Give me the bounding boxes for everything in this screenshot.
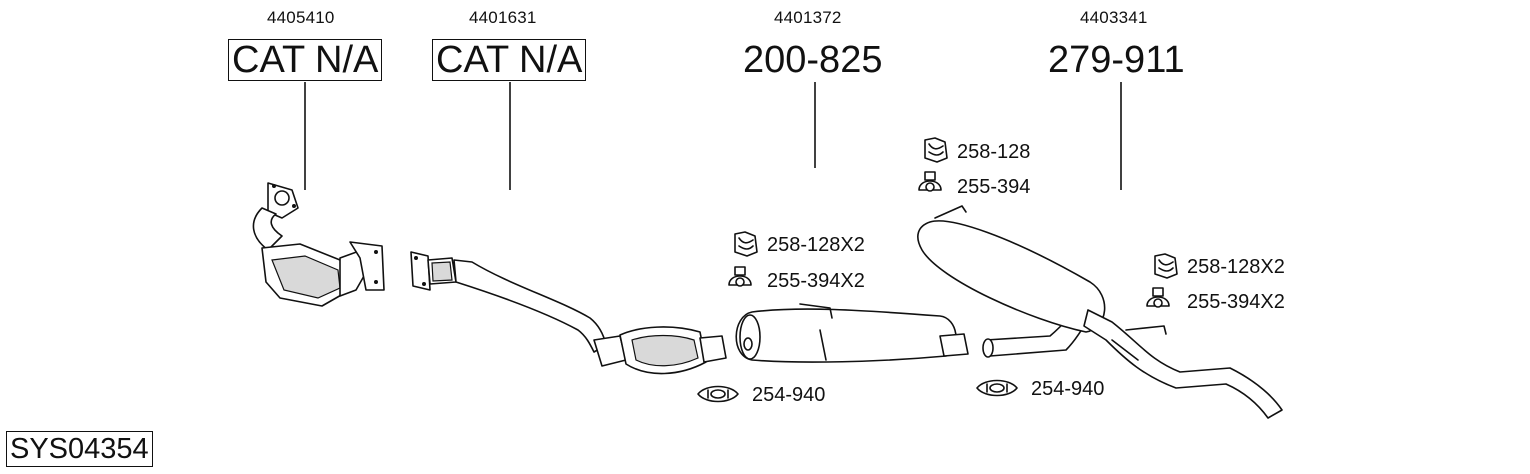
rubber-mount-icon xyxy=(924,137,948,163)
rear-silencer-part[interactable] xyxy=(917,205,1283,419)
clamp-icon xyxy=(976,379,1018,397)
hardware-label-6[interactable]: 255-394X2 xyxy=(1187,291,1285,313)
hardware-label-4[interactable]: 255-394X2 xyxy=(767,270,865,292)
hanger-ring-icon xyxy=(728,266,752,287)
hardware-label-8[interactable]: 254-940 xyxy=(1031,378,1105,400)
component-ref-1: 4405410 xyxy=(267,8,335,27)
hardware-label-5[interactable]: 258-128X2 xyxy=(1187,256,1285,278)
intermediate-catalyst-part[interactable] xyxy=(410,251,727,375)
part-number-2[interactable]: CAT N/A xyxy=(432,39,587,81)
part-number-4[interactable]: 279-911 xyxy=(1048,39,1185,81)
hardware-label-1[interactable]: 258-128 xyxy=(957,141,1031,163)
component-ref-4: 4403341 xyxy=(1080,8,1148,27)
rubber-mount-icon xyxy=(1154,253,1178,279)
center-silencer-part[interactable] xyxy=(735,303,969,363)
clamp-icon xyxy=(697,385,739,403)
hanger-ring-icon xyxy=(1146,287,1170,308)
component-ref-2: 4401631 xyxy=(469,8,537,27)
part-number-3[interactable]: 200-825 xyxy=(743,39,883,81)
system-code-label: SYS04354 xyxy=(6,431,153,467)
part-number-1[interactable]: CAT N/A xyxy=(228,39,383,81)
rubber-mount-icon xyxy=(734,231,758,257)
hanger-ring-icon xyxy=(918,171,942,192)
component-ref-3: 4401372 xyxy=(774,8,842,27)
front-catalyst-part[interactable] xyxy=(252,182,385,307)
hardware-label-7[interactable]: 254-940 xyxy=(752,384,826,406)
hardware-label-2[interactable]: 255-394 xyxy=(957,176,1031,198)
hardware-label-3[interactable]: 258-128X2 xyxy=(767,234,865,256)
